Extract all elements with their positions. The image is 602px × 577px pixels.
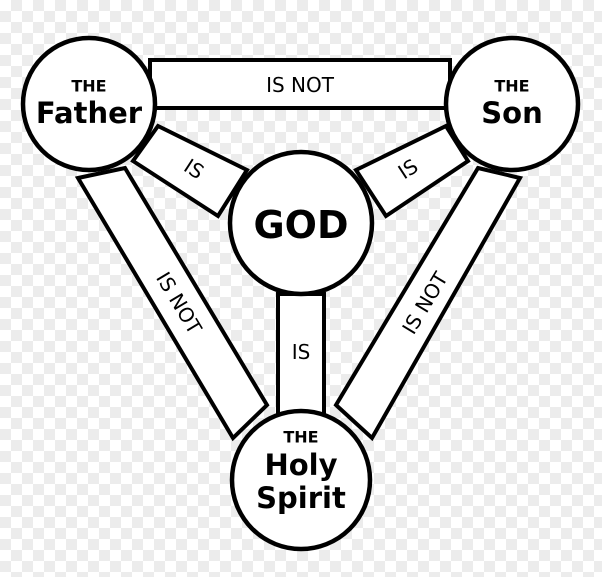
node-spirit-article: THE [283, 428, 318, 447]
edge-bar-son-spirit [333, 165, 524, 442]
node-holy-spirit: THE Holy Spirit [229, 408, 373, 552]
node-god: GOD [227, 149, 375, 297]
node-spirit-name-line1: Holy [264, 448, 337, 482]
edge-label-spirit-god: IS [292, 340, 311, 364]
node-father: THE Father [20, 35, 158, 173]
node-son-article: THE [494, 77, 529, 96]
node-son: THE Son [443, 35, 581, 173]
edge-bar-son-god [353, 123, 471, 219]
edge-label-father-son: IS NOT [266, 73, 335, 97]
node-spirit-name-line2: Spirit [256, 481, 346, 515]
edge-bar-father-god [130, 123, 250, 219]
node-father-name: Father [36, 96, 143, 130]
edge-bar-spirit-god [276, 292, 326, 428]
edge-bar-father-spirit [74, 165, 270, 442]
node-father-article: THE [71, 77, 106, 96]
node-god-label: GOD [253, 203, 348, 247]
node-son-name: Son [481, 96, 542, 130]
